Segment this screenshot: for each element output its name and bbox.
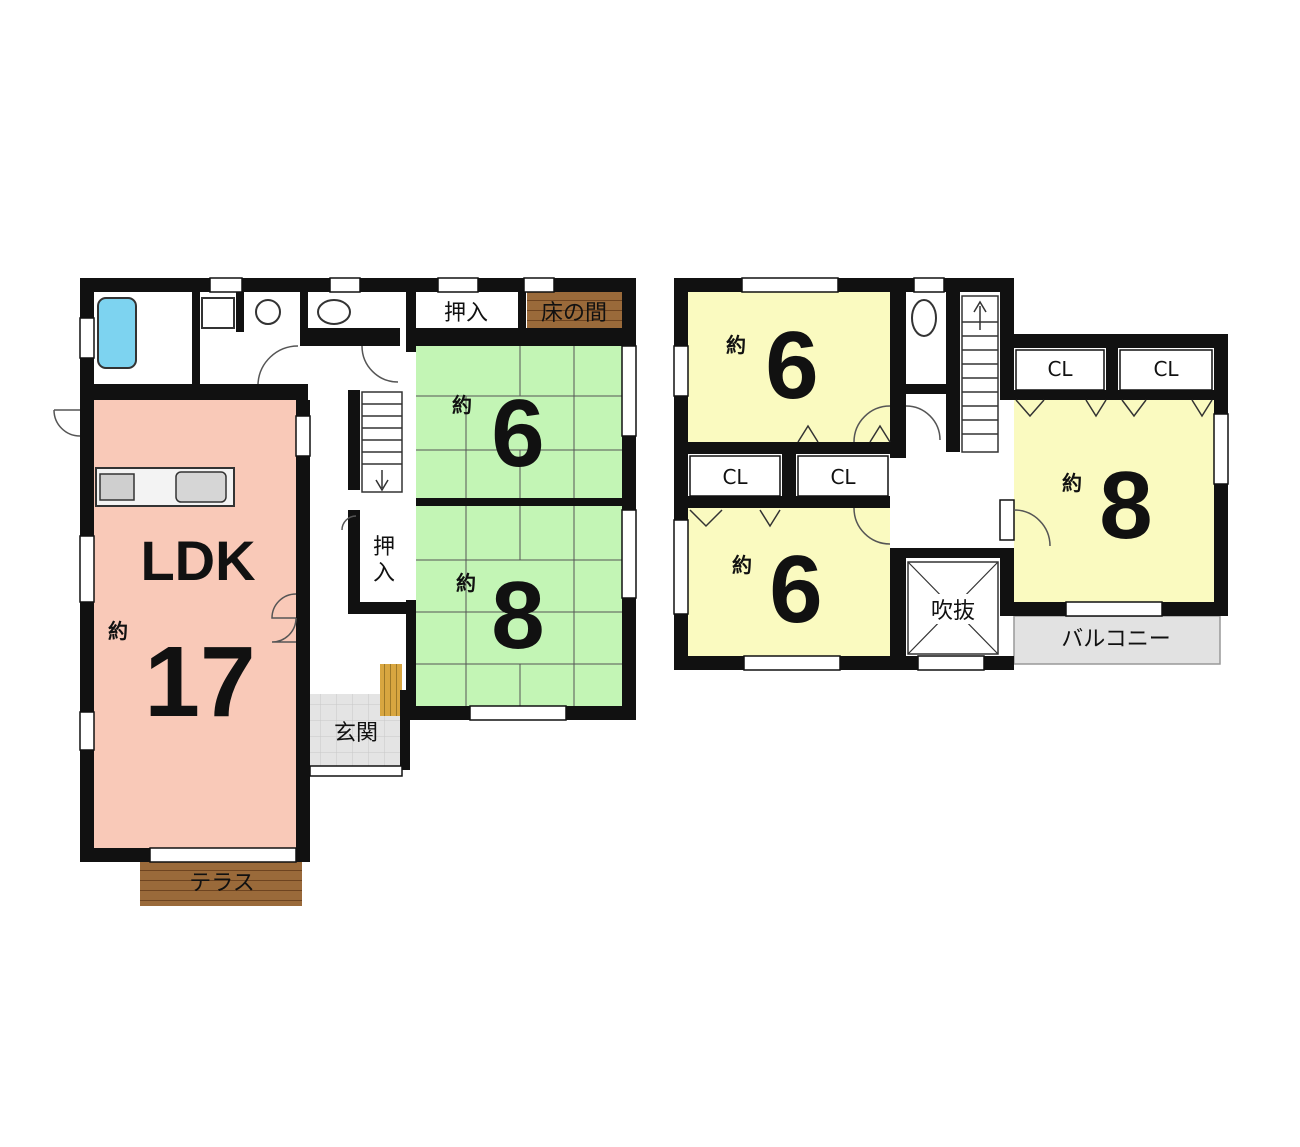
bedroom-e-prefix: 約 — [1062, 471, 1082, 495]
washitsu-8-prefix: 約 — [456, 571, 476, 595]
tatami-lines — [416, 346, 626, 710]
balcony-floor — [1013, 615, 1221, 665]
washer — [201, 297, 235, 329]
doors-floor1 — [53, 345, 399, 643]
genkan-label: 玄関 — [334, 721, 378, 746]
closets — [689, 349, 1213, 497]
closet-label: CL — [1047, 357, 1073, 381]
windows-floor1 — [79, 277, 637, 863]
toilet-floor1 — [317, 299, 351, 325]
bedroom-nw-fill — [688, 292, 890, 442]
closet-label: CL — [830, 465, 856, 489]
bedroom-sw-fill — [688, 508, 890, 656]
closet-label: CL — [722, 465, 748, 489]
oshiire-side-label-2: 入 — [373, 561, 395, 586]
tokonoma-label: 床の間 — [541, 301, 607, 326]
ldk-label: LDK — [140, 529, 255, 592]
stairs-floor2 — [961, 295, 999, 453]
windows-floor2 — [673, 277, 1229, 671]
bedroom-nw-prefix: 約 — [726, 333, 746, 357]
bathtub — [97, 297, 137, 369]
stove-icon — [99, 473, 135, 501]
washitsu-6-size: 6 — [491, 380, 544, 487]
oshiire-top-label: 押入 — [444, 301, 488, 326]
washitsu-6-prefix: 約 — [452, 393, 472, 417]
floor-1: LDK 約 17 約 6 約 8 押入 床の間 押 入 玄関 テラス — [53, 277, 637, 906]
bedroom-sw-size: 6 — [769, 536, 822, 643]
washitsu-8-size: 8 — [491, 562, 544, 669]
tokonoma-fill — [527, 292, 623, 332]
toilet-floor2 — [911, 299, 937, 337]
closet-label: CL — [1153, 357, 1179, 381]
sink-icon — [175, 471, 227, 503]
terrace-label: テラス — [189, 871, 255, 896]
washbasin — [255, 299, 281, 325]
bedroom-nw-size: 6 — [765, 312, 818, 419]
stairs-floor1 — [361, 391, 403, 493]
step — [380, 664, 402, 716]
fukinuke-box — [907, 561, 999, 655]
washitsu-6-fill — [416, 346, 626, 498]
closet-doors — [689, 399, 1213, 528]
oshiire-side-label-1: 押 — [373, 535, 395, 560]
fukinuke-label: 吹抜 — [931, 599, 975, 624]
bedroom-e-size: 8 — [1099, 452, 1152, 559]
floor-2: 約 6 約 6 約 8 CL CL CL CL 吹抜 バルコニー — [673, 277, 1229, 671]
washitsu-8-fill — [416, 506, 626, 710]
doors-floor2 — [853, 405, 1051, 547]
terrace-deck — [140, 860, 302, 906]
bedroom-e-fill — [1014, 396, 1216, 602]
balcony-label: バルコニー — [1061, 627, 1171, 652]
ldk-size: 17 — [144, 626, 255, 738]
ldk-prefix: 約 — [108, 619, 128, 643]
bedroom-sw-prefix: 約 — [732, 553, 752, 577]
